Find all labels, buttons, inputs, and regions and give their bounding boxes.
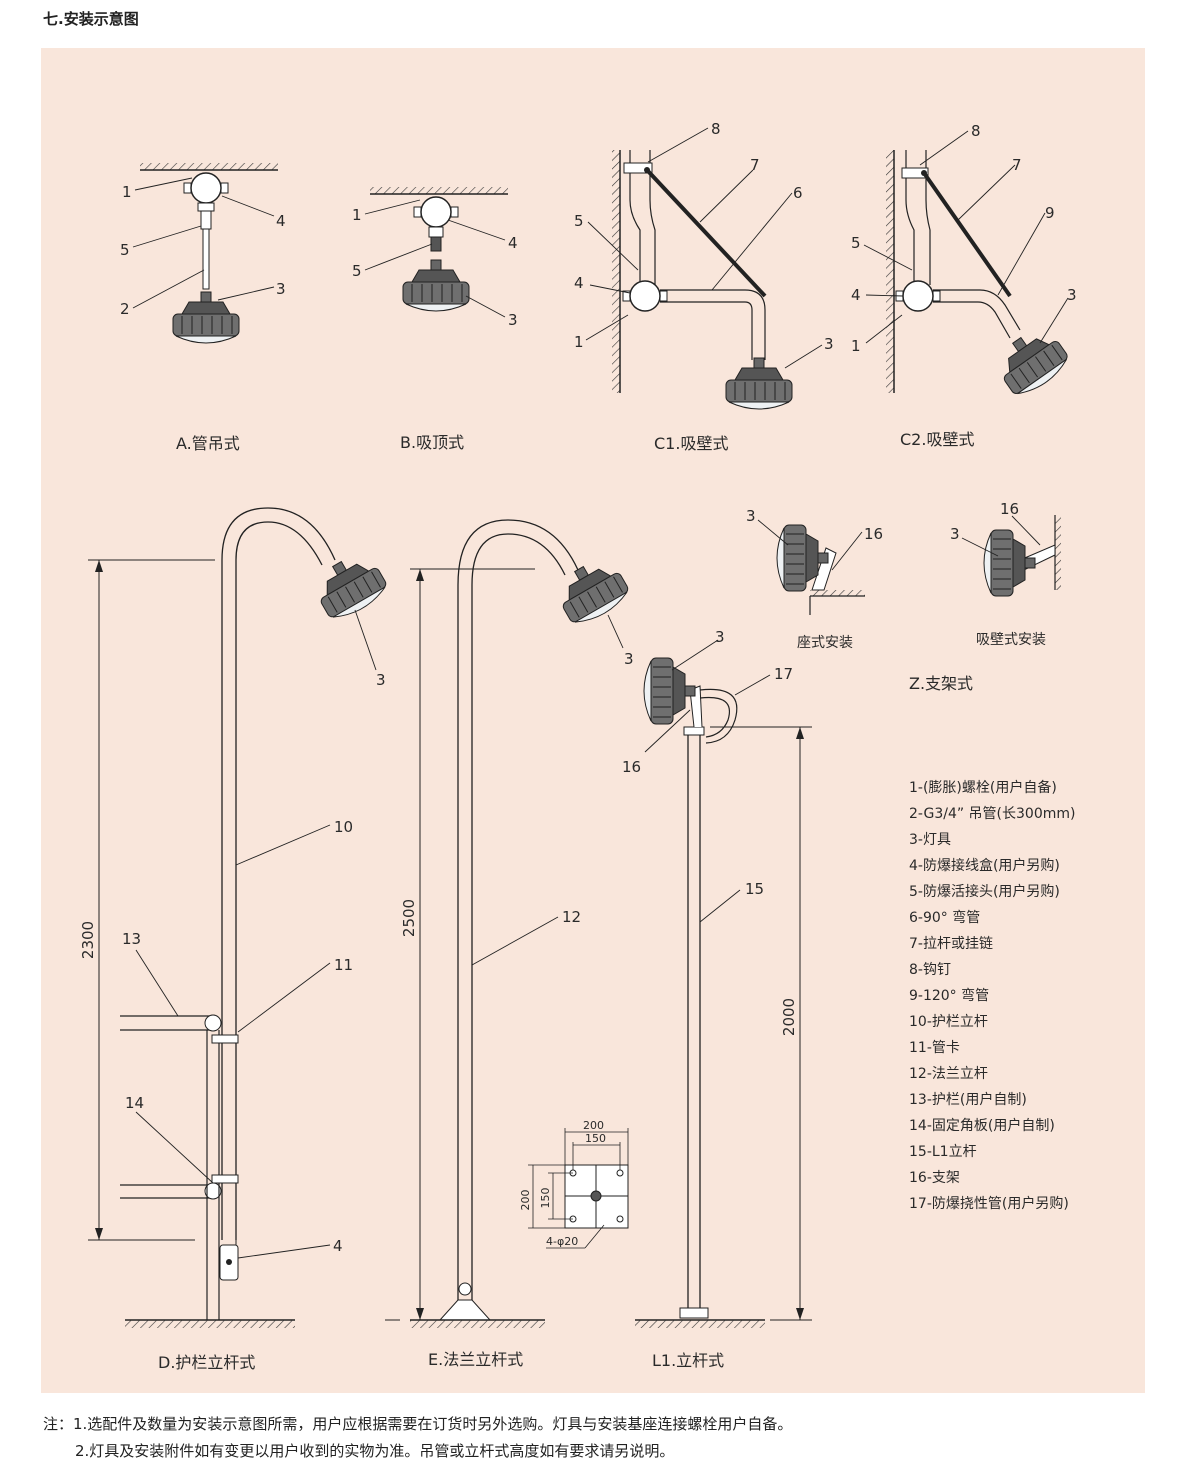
legend-item: 6-90° 弯管	[909, 909, 980, 926]
callout-11: 11	[334, 956, 353, 974]
callout-numbers: 1 4 5 2 3 1 4 5 3 8 7 6 5 4 1 3 8 7 9 5 …	[120, 120, 1077, 1255]
diagram-a-pipe-pendant	[140, 163, 278, 344]
callout-7: 7	[1012, 156, 1022, 174]
caption-d: D.护栏立杆式	[158, 1353, 255, 1372]
callout-12: 12	[562, 908, 581, 926]
callout-1: 1	[574, 333, 584, 351]
legend-item: 1-(膨胀)螺栓(用户自备)	[909, 779, 1057, 796]
legend-item: 10-护栏立杆	[909, 1014, 988, 1030]
callout-3: 3	[376, 671, 386, 689]
legend-item: 3-灯具	[909, 832, 951, 848]
diagram-c1-wall	[612, 150, 793, 410]
callout-10: 10	[334, 818, 353, 836]
callout-4: 4	[851, 286, 861, 304]
callout-5: 5	[574, 212, 584, 230]
legend-item: 9-120° 弯管	[909, 987, 989, 1004]
callout-4: 4	[333, 1237, 343, 1255]
callout-4: 4	[276, 212, 286, 230]
flange-width-200: 200	[583, 1119, 604, 1132]
caption-b: B.吸顶式	[400, 433, 464, 452]
legend-item: 16-支架	[909, 1170, 960, 1186]
dimension-2300: 2300	[79, 921, 97, 959]
legend-item: 2-G3/4” 吊管(长300mm)	[909, 806, 1075, 822]
legend-item: 13-护栏(用户自制)	[909, 1091, 1027, 1108]
callout-16: 16	[1000, 500, 1019, 518]
caption-c1: C1.吸壁式	[654, 434, 728, 453]
callout-6: 6	[793, 184, 803, 202]
flange-height-200: 200	[519, 1190, 532, 1211]
callout-3: 3	[276, 280, 286, 298]
callout-13: 13	[122, 930, 141, 948]
callout-3: 3	[824, 335, 834, 353]
callout-14: 14	[125, 1094, 144, 1112]
callout-4: 4	[508, 234, 518, 252]
diagram-b-ceiling	[370, 187, 508, 312]
flange-height-150: 150	[539, 1188, 552, 1209]
flange-holes: 4-φ20	[546, 1235, 578, 1248]
note-line-1: 注：1.选配件及数量为安装示意图所需，用户应根据需要在订货时另外选购。灯具与安装…	[43, 1415, 793, 1433]
legend-item: 15-L1立杆	[909, 1144, 977, 1160]
callout-5: 5	[352, 262, 362, 280]
callout-16: 16	[864, 525, 883, 543]
callout-5: 5	[851, 234, 861, 252]
callout-8: 8	[971, 122, 981, 140]
legend-item: 12-法兰立杆	[909, 1066, 988, 1082]
legend-item: 14-固定角板(用户自制)	[909, 1117, 1055, 1134]
note-line-2: 2.灯具及安装附件如有变更以用户收到的实物为准。吊管或立杆式高度如有要求请另说明…	[75, 1442, 675, 1460]
caption-wall-mount: 吸壁式安装	[976, 632, 1046, 648]
diagram-c2-wall	[886, 150, 1074, 402]
caption-e: E.法兰立杆式	[428, 1350, 523, 1369]
flange-width-150: 150	[585, 1132, 606, 1145]
callout-1: 1	[352, 206, 362, 224]
callout-7: 7	[750, 156, 760, 174]
callout-4: 4	[574, 274, 584, 292]
caption-l1: L1.立杆式	[652, 1351, 724, 1370]
callout-3: 3	[715, 628, 725, 646]
caption-a: A.管吊式	[176, 434, 240, 453]
caption-z: Z.支架式	[909, 674, 973, 693]
callout-9: 9	[1045, 204, 1055, 222]
legend-item: 17-防爆挠性管(用户另购)	[909, 1195, 1069, 1212]
legend-item: 8-钩钉	[909, 962, 951, 978]
callout-3: 3	[1067, 286, 1077, 304]
diagram-e-flange-pole	[385, 519, 634, 1328]
callout-17: 17	[774, 665, 793, 683]
callout-1: 1	[851, 337, 861, 355]
callout-3: 3	[950, 525, 960, 543]
legend-item: 7-拉杆或挂链	[909, 936, 993, 952]
caption-c2: C2.吸壁式	[900, 430, 974, 449]
callout-15: 15	[745, 880, 764, 898]
callout-3: 3	[624, 650, 634, 668]
callout-3: 3	[508, 311, 518, 329]
diagram-l1-pole	[635, 657, 812, 1328]
callout-3: 3	[746, 507, 756, 525]
diagram-z-bracket	[776, 515, 1061, 615]
legend-item: 11-管卡	[909, 1040, 960, 1056]
legend-item: 4-防爆接线盒(用户另购)	[909, 857, 1060, 874]
dimension-2000: 2000	[780, 998, 798, 1036]
callout-5: 5	[120, 241, 130, 259]
callout-8: 8	[711, 120, 721, 138]
legend-item: 5-防爆活接头(用户另购)	[909, 883, 1060, 900]
caption-seat-mount: 座式安装	[797, 635, 853, 651]
notes: 注：1.选配件及数量为安装示意图所需，用户应根据需要在订货时另外选购。灯具与安装…	[43, 1411, 792, 1465]
diagram-d-rail-pole	[88, 507, 392, 1328]
section-heading: 七.安装示意图	[43, 10, 139, 28]
callout-16: 16	[622, 758, 641, 776]
callout-2: 2	[120, 300, 130, 318]
dimension-2500: 2500	[400, 899, 418, 937]
callout-1: 1	[122, 183, 132, 201]
parts-legend: 1-(膨胀)螺栓(用户自备) 2-G3/4” 吊管(长300mm) 3-灯具 4…	[909, 779, 1075, 1212]
leader-lines	[132, 127, 1069, 1259]
